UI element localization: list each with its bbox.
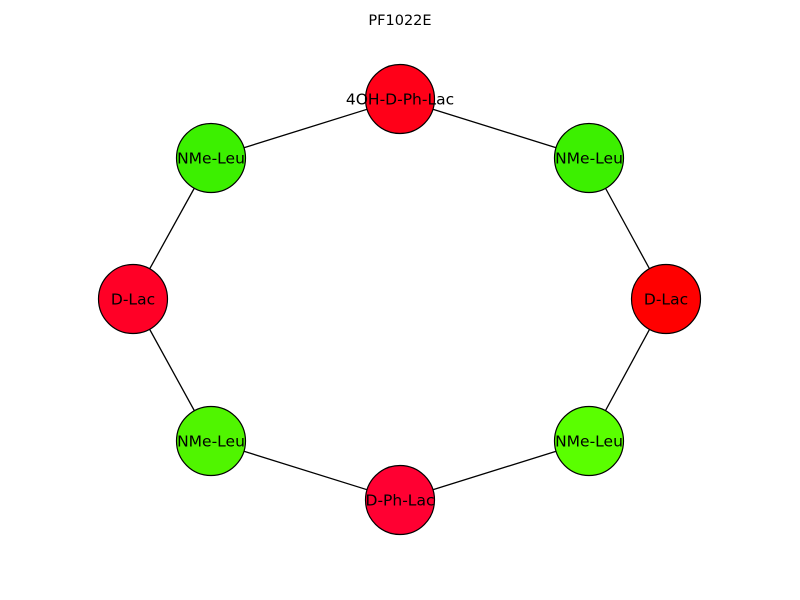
nodes-layer: 4OH-D-Ph-LacNMe-LeuD-LacNMe-LeuD-Ph-LacN… [97, 63, 702, 536]
node-circle [97, 263, 169, 335]
node-n3: NMe-Leu [553, 405, 625, 477]
node-label: NMe-Leu [555, 150, 623, 168]
node-label: NMe-Leu [177, 150, 245, 168]
node-circle [364, 464, 436, 536]
node-label: NMe-Leu [555, 433, 623, 451]
node-label: 4OH-D-Ph-Lac [346, 91, 454, 109]
diagram-title: PF1022E [368, 13, 431, 29]
node-circle [175, 405, 247, 477]
node-label: D-Lac [111, 291, 155, 309]
node-circle [553, 405, 625, 477]
node-n7: NMe-Leu [175, 122, 247, 194]
node-circle [553, 122, 625, 194]
node-label: D-Lac [644, 291, 688, 309]
node-circle [364, 63, 436, 135]
node-label: NMe-Leu [177, 433, 245, 451]
node-circle [630, 263, 702, 335]
node-n5: NMe-Leu [175, 405, 247, 477]
node-label: D-Ph-Lac [366, 492, 435, 510]
node-n2: D-Lac [630, 263, 702, 335]
node-circle [175, 122, 247, 194]
node-n4: D-Ph-Lac [364, 464, 436, 536]
node-n6: D-Lac [97, 263, 169, 335]
node-n1: NMe-Leu [553, 122, 625, 194]
node-n0: 4OH-D-Ph-Lac [346, 63, 454, 135]
